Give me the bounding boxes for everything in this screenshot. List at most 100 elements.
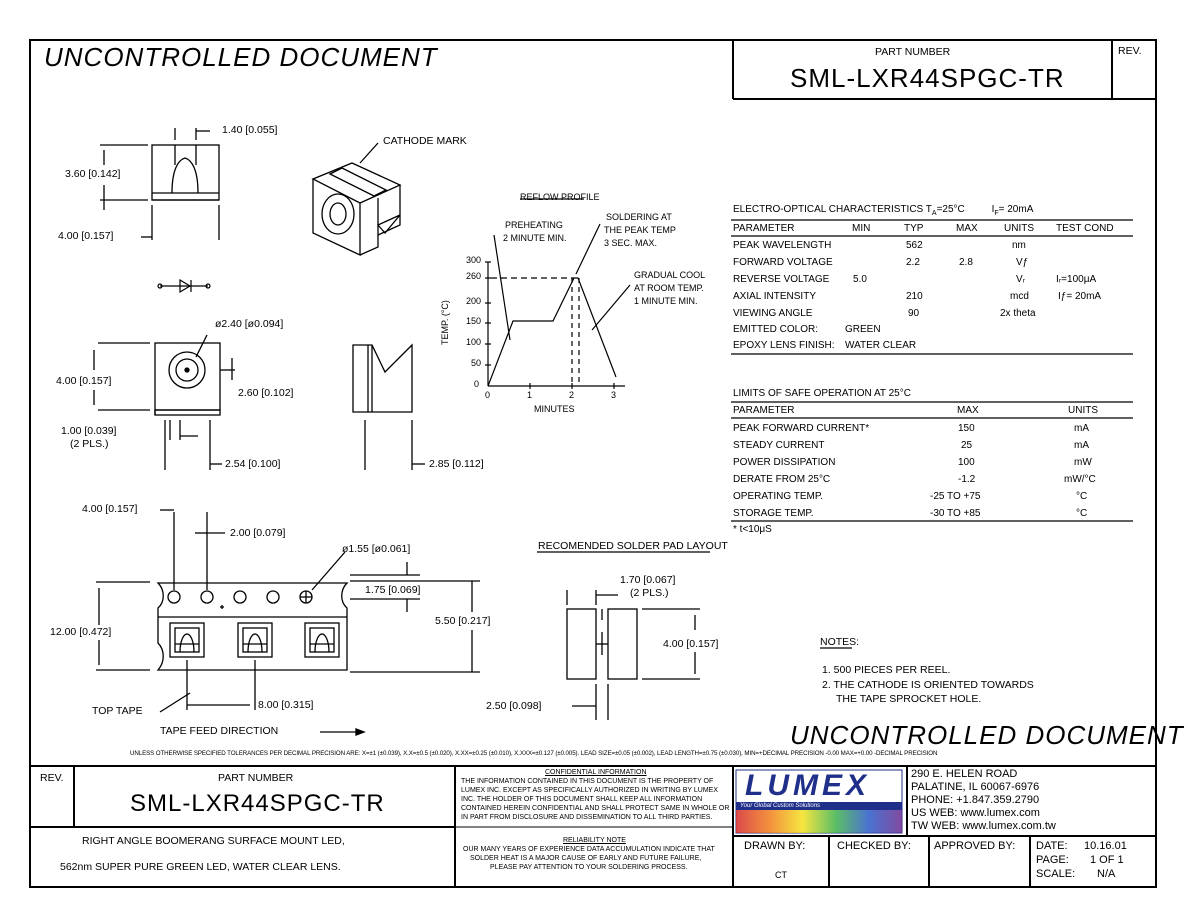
- safe-footnote: * t<10μS: [733, 524, 772, 535]
- address-line-2: PALATINE, IL 60067-6976: [911, 781, 1040, 793]
- dim-2-85: 2.85 [0.112]: [429, 458, 484, 470]
- dim-1-40: 1.40 [0.055]: [222, 124, 278, 136]
- reflow-solder-3: 3 SEC. MAX.: [604, 238, 658, 248]
- address-us-web: US WEB: www.lumex.com: [911, 807, 1040, 819]
- scale-value: N/A: [1097, 868, 1116, 880]
- reliability-line-3: PLEASE PAY ATTENTION TO YOUR SOLDERING P…: [490, 864, 688, 871]
- safe-row-1-max: 25: [961, 440, 973, 451]
- epoxy-lens-value: WATER CLEAR: [845, 340, 917, 351]
- electro-row-3-param: AXIAL INTENSITY: [733, 291, 816, 302]
- reflow-xtick-0: 0: [485, 390, 491, 400]
- reflow-cool-1: GRADUAL COOL: [634, 270, 706, 280]
- drawn-by-label: DRAWN BY:: [744, 840, 806, 852]
- electro-row-1-typ: 2.2: [906, 257, 920, 268]
- electro-row-4-units: 2x theta: [1000, 308, 1036, 319]
- reliability-line-1: OUR MANY YEARS OF EXPERIENCE DATA ACCUMU…: [463, 846, 715, 853]
- electro-row-1-max: 2.8: [959, 257, 973, 268]
- electro-row-4-typ: 90: [908, 308, 920, 319]
- reflow-cool-3: 1 MINUTE MIN.: [634, 296, 698, 306]
- safe-title: LIMITS OF SAFE OPERATION AT 25°C: [733, 388, 911, 399]
- safe-row-2-max: 100: [958, 457, 975, 468]
- reflow-ytick-200: 200: [466, 296, 482, 306]
- dim-1-70: 1.70 [0.067]: [620, 574, 676, 586]
- page-value: 1 OF 1: [1090, 854, 1124, 866]
- safe-row-5-param: STORAGE TEMP.: [733, 508, 814, 519]
- confidential-line-2: LUMEX INC. EXCEPT AS SPECIFICALLY AUTHOR…: [461, 787, 718, 794]
- reflow-title: REFLOW PROFILE: [520, 192, 600, 202]
- electro-row-1-param: FORWARD VOLTAGE: [733, 257, 833, 268]
- reflow-xtick-1: 1: [527, 390, 533, 400]
- confidential-title: CONFIDENTIAL INFORMATION: [545, 769, 647, 776]
- electro-row-3-typ: 210: [906, 291, 923, 302]
- dim-5-50: 5.50 [0.217]: [435, 615, 491, 627]
- cathode-mark-label: CATHODE MARK: [383, 135, 467, 147]
- part-number: SML-LXR44SPGC-TR: [790, 63, 1065, 93]
- safe-row-1-param: STEADY CURRENT: [733, 440, 825, 451]
- safe-row-4-units: °C: [1076, 491, 1088, 502]
- footer-part-number-label: PART NUMBER: [218, 772, 294, 784]
- reflow-ytick-0: 0: [474, 379, 480, 389]
- electro-header-units: UNITS: [1004, 223, 1034, 234]
- reflow-ytick-300: 300: [466, 255, 482, 265]
- note-2: 2. THE CATHODE IS ORIENTED TOWARDS: [822, 679, 1034, 691]
- safe-row-0-param: PEAK FORWARD CURRENT*: [733, 423, 870, 434]
- safe-row-4-max: -25 TO +75: [930, 491, 981, 502]
- dim-1-75: 1.75 [0.069]: [365, 584, 421, 596]
- address-phone: PHONE: +1.847.359.2790: [911, 794, 1040, 806]
- lumex-tagline: Your Global Custom Solutions: [740, 803, 821, 809]
- dim-2-40: ø2.40 [ø0.094]: [215, 318, 284, 330]
- description-line-1: RIGHT ANGLE BOOMERANG SURFACE MOUNT LED,: [82, 835, 345, 847]
- reflow-cool-2: AT ROOM TEMP.: [634, 283, 704, 293]
- footer-part-number: SML-LXR44SPGC-TR: [130, 790, 385, 817]
- dim-12-00: 12.00 [0.472]: [50, 626, 112, 638]
- electro-row-0-units: nm: [1012, 240, 1026, 251]
- rev-label: REV.: [1118, 45, 1142, 57]
- electro-row-2-param: REVERSE VOLTAGE: [733, 274, 830, 285]
- confidential-line-4: CONTAINED HEREIN CONFIDENTIAL AND SHALL …: [461, 805, 730, 812]
- uncontrolled-document-footer: UNCONTROLLED DOCUMENT: [790, 720, 1184, 750]
- electro-row-0-param: PEAK WAVELENGTH: [733, 240, 832, 251]
- safe-row-0-units: mA: [1074, 423, 1089, 434]
- page-label: PAGE:: [1036, 854, 1069, 866]
- tape-feed-label: TAPE FEED DIRECTION: [160, 725, 279, 737]
- confidential-line-5: IN PART FROM DISCLOSURE AND DISSEMINATIO…: [461, 814, 713, 821]
- lumex-logo-graphic: [735, 769, 903, 834]
- footer-rev-label: REV.: [40, 772, 64, 784]
- top-tape-label: TOP TAPE: [92, 705, 143, 717]
- safe-row-2-param: POWER DISSIPATION: [733, 457, 836, 468]
- electro-header-max: MAX: [956, 223, 978, 234]
- dim-2-54: 2.54 [0.100]: [225, 458, 281, 470]
- safe-row-0-max: 150: [958, 423, 975, 434]
- electro-title: ELECTRO-OPTICAL CHARACTERISTICS TA=25°C …: [733, 204, 1034, 217]
- reflow-ytick-50: 50: [471, 358, 482, 368]
- electro-row-2-min: 5.0: [853, 274, 867, 285]
- dim-2pls-a: (2 PLS.): [70, 438, 109, 450]
- dim-4-00-pad: 4.00 [0.157]: [663, 638, 719, 650]
- electro-row-1-units: Vƒ: [1016, 257, 1029, 268]
- tolerance-note: UNLESS OTHERWISE SPECIFIED TOLERANCES PE…: [130, 750, 938, 757]
- description-line-2: 562nm SUPER PURE GREEN LED, WATER CLEAR …: [60, 861, 341, 873]
- safe-row-5-max: -30 TO +85: [930, 508, 981, 519]
- safe-row-1-units: mA: [1074, 440, 1089, 451]
- electro-header-typ: TYP: [904, 223, 924, 234]
- dim-4-00-mid: 4.00 [0.157]: [56, 375, 112, 387]
- note-1: 1. 500 PIECES PER REEL.: [822, 664, 951, 676]
- safe-row-3-param: DERATE FROM 25°C: [733, 474, 831, 485]
- electro-header-min: MIN: [852, 223, 871, 234]
- notes-title: NOTES:: [820, 636, 860, 648]
- reflow-ytick-100: 100: [466, 337, 482, 347]
- dim-4-00-tape: 4.00 [0.157]: [82, 503, 138, 515]
- reflow-ytick-260: 260: [466, 271, 482, 281]
- confidential-line-1: THE INFORMATION CONTAINED IN THIS DOCUME…: [461, 778, 714, 785]
- reflow-chart-axes: [485, 261, 625, 389]
- dim-1-00: 1.00 [0.039]: [61, 425, 117, 437]
- reliability-title: RELIABILITY NOTE: [563, 837, 626, 844]
- solder-pad-title: RECOMENDED SOLDER PAD LAYOUT: [538, 540, 728, 552]
- scale-label: SCALE:: [1036, 868, 1076, 880]
- electro-row-2-units: Vᵣ: [1016, 274, 1026, 285]
- safe-row-4-param: OPERATING TEMP.: [733, 491, 824, 502]
- safe-row-5-units: °C: [1076, 508, 1088, 519]
- date-value: 10.16.01: [1084, 840, 1127, 852]
- electro-header-test: TEST COND: [1056, 223, 1114, 234]
